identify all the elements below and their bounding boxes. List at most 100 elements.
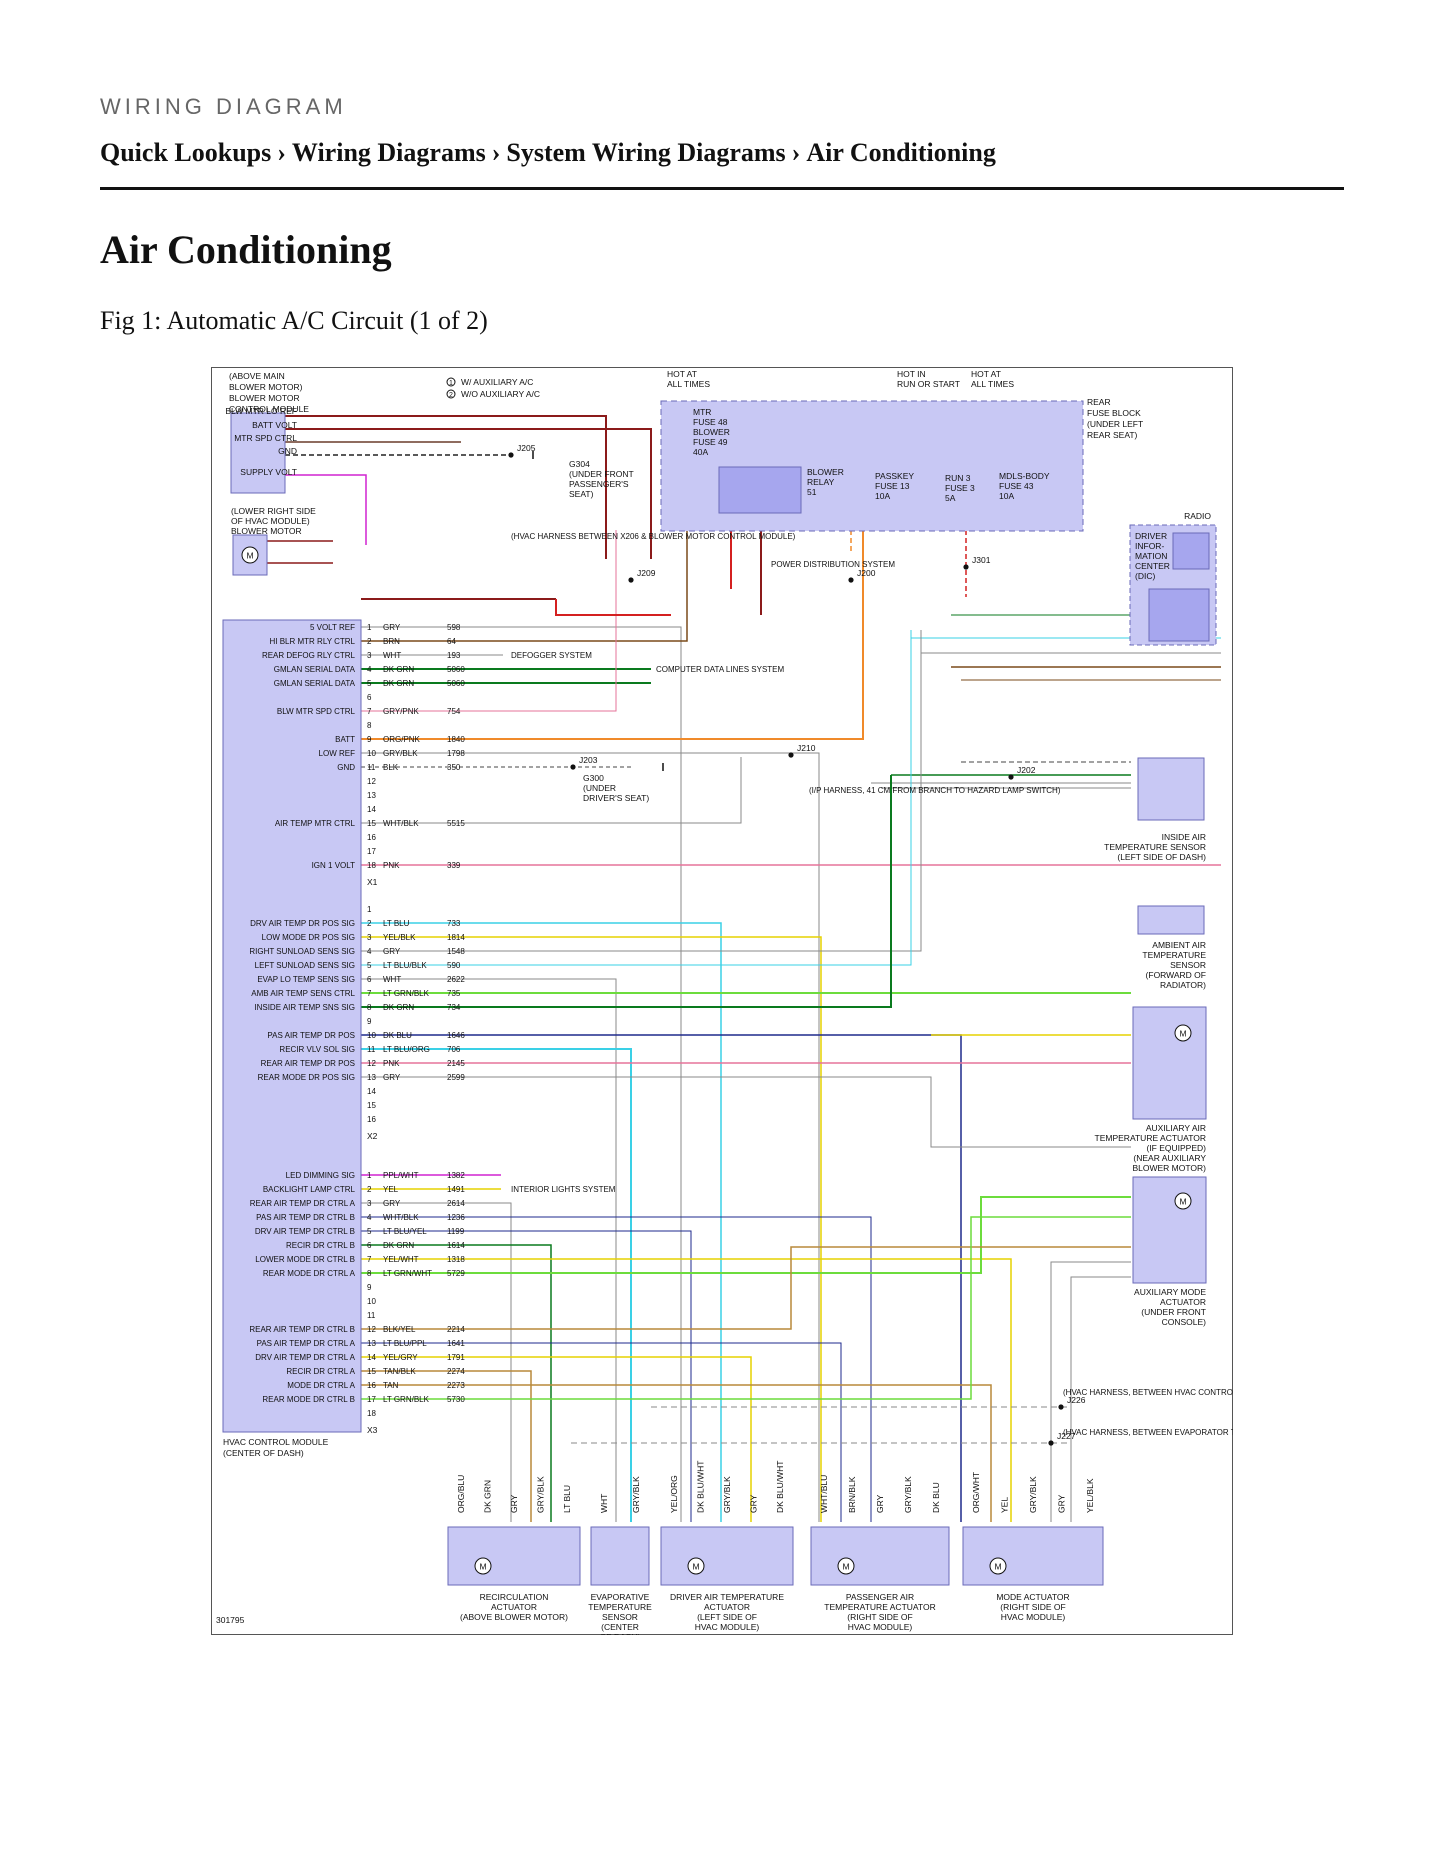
hvac-pin-number: 10 (367, 749, 376, 758)
wire (361, 1244, 552, 1522)
wire (361, 1202, 512, 1522)
bottom-wire-label: GRY/BLK (903, 1476, 913, 1513)
hvac-pin-circuit: 1236 (447, 1213, 465, 1222)
hvac-pin-wire: GRY/BLK (383, 749, 418, 758)
bottom-component-box (660, 1526, 794, 1586)
hvac-pin-circuit: 5515 (447, 819, 465, 828)
callout-label: (I/P HARNESS, 41 CM FROM BRANCH TO HAZAR… (809, 786, 1061, 795)
header-divider (100, 187, 1344, 190)
bottom-wire-label: WHT (599, 1494, 609, 1513)
splice-label: J227 (1057, 1431, 1076, 1441)
hvac-pin-number: 2 (367, 1185, 372, 1194)
hvac-pin-wire: LT GRN/BLK (383, 1395, 430, 1404)
fuse-run3: 5A (945, 493, 956, 503)
bottom-wire-label: GRY (1057, 1494, 1067, 1513)
fuse-mdls-body: MDLS-BODY (999, 471, 1050, 481)
bottom-wire-label: WHT/BLU (819, 1475, 829, 1513)
hvac-pin-number: 11 (367, 1311, 376, 1320)
motor-symbol: M (994, 1562, 1001, 1572)
bottom-component-box (447, 1526, 581, 1586)
fuse-mtr-blower: MTR (693, 407, 711, 417)
aux-air-temp-caption: AUXILIARY AIR (1146, 1123, 1206, 1133)
fuse-block-caption: REAR SEAT) (1087, 430, 1138, 440)
hvac-pin-circuit: 1491 (447, 1185, 465, 1194)
hvac-pin-wire: YEL/WHT (383, 1255, 419, 1264)
bottom-wire-label: YEL/ORG (669, 1475, 679, 1513)
aux-mode-caption: AUXILIARY MODE (1134, 1287, 1206, 1297)
wire-layer (267, 415, 1221, 1522)
hvac-pin-signal: BLW MTR SPD CTRL (277, 707, 356, 716)
bottom-wire-label: GRY (749, 1494, 759, 1513)
wire (285, 415, 607, 559)
fuse-mdls-body: FUSE 43 (999, 481, 1034, 491)
inside-air-sensor-caption: (LEFT SIDE OF DASH) (1117, 852, 1206, 862)
hvac-pin-number: 15 (367, 819, 376, 828)
fuse-block-caption: FUSE BLOCK (1087, 408, 1141, 418)
hvac-pin-circuit: 1814 (447, 933, 465, 942)
blower-relay (718, 466, 802, 514)
hvac-pin-wire: TAN (383, 1381, 399, 1390)
connector-label: X1 (367, 877, 378, 887)
dic-caption: CENTER (1135, 561, 1170, 571)
hvac-pin-number: 18 (367, 1409, 376, 1418)
hvac-pin-signal: REAR AIR TEMP DR CTRL B (249, 1325, 355, 1334)
hvac-pin-wire: GRY (383, 1199, 401, 1208)
breadcrumb-quick-lookups[interactable]: Quick Lookups (100, 138, 272, 167)
hvac-pin-circuit: 1318 (447, 1255, 465, 1264)
hvac-pin-circuit: 64 (447, 637, 456, 646)
wire (1070, 1276, 1131, 1522)
inside-air-sensor-caption: TEMPERATURE SENSOR (1104, 842, 1206, 852)
hvac-pin-circuit: 2273 (447, 1381, 465, 1390)
fuse-mtr-blower: FUSE 49 (693, 437, 728, 447)
hvac-pin-number: 14 (367, 1087, 376, 1096)
actuator-motor-icon (989, 1557, 1007, 1575)
hvac-pin-number: 11 (367, 763, 376, 772)
bottom-component-box (810, 1526, 950, 1586)
hvac-pin-signal: EVAP LO TEMP SENS SIG (257, 975, 355, 984)
hvac-pin-signal: GMLAN SERIAL DATA (274, 679, 356, 688)
hvac-pin-signal: DRV AIR TEMP DR CTRL A (255, 1353, 355, 1362)
motor-symbol: M (692, 1562, 699, 1572)
ground-caption: G300 (583, 773, 604, 783)
bottom-component-caption: (CENTER (601, 1622, 639, 1632)
blower-module-caption: (ABOVE MAIN (229, 371, 285, 381)
splice-dot (508, 452, 514, 458)
fuse-run3: FUSE 3 (945, 483, 975, 493)
hvac-pin-signal: HI BLR MTR RLY CTRL (270, 637, 356, 646)
hvac-pin-circuit: 2622 (447, 975, 465, 984)
hvac-pin-circuit: 2274 (447, 1367, 465, 1376)
wire (361, 1230, 692, 1522)
bottom-component-caption: TEMPERATURE ACTUATOR (824, 1602, 935, 1612)
aux-mode-motor-icon (1174, 1192, 1192, 1210)
aux-mode-actuator (1132, 1176, 1207, 1284)
hvac-pin-wire: LT GRN/WHT (383, 1269, 432, 1278)
blower-motor-caption: (LOWER RIGHT SIDE (231, 506, 316, 516)
splice-dot (788, 752, 794, 758)
legend-marker (446, 377, 456, 387)
legend-text: W/ AUXILIARY A/C (461, 377, 533, 387)
hvac-pin-number: 7 (367, 1255, 372, 1264)
hvac-pin-circuit: 1840 (447, 735, 465, 744)
wire (361, 757, 742, 824)
callout-label: COMPUTER DATA LINES SYSTEM (656, 665, 785, 674)
breadcrumb-system-wiring-diagrams[interactable]: System Wiring Diagrams (506, 138, 786, 167)
hot-label: ALL TIMES (667, 379, 710, 389)
bottom-component-caption: MODE ACTUATOR (996, 1592, 1069, 1602)
hvac-pin-signal: PAS AIR TEMP DR CTRL A (257, 1339, 356, 1348)
splice-label: J226 (1067, 1395, 1086, 1405)
callout-label: DEFOGGER SYSTEM (511, 651, 592, 660)
ground-caption: (UNDER FRONT (569, 469, 634, 479)
label-layer: HVAC CONTROL MODULE(CENTER OF DASH)(ABOV… (216, 369, 1233, 1635)
wire (361, 1356, 752, 1522)
wire (361, 752, 820, 1522)
hvac-pin-wire: YEL/BLK (383, 933, 416, 942)
bottom-component-caption: (ABOVE BLOWER MOTOR) (460, 1612, 568, 1622)
hvac-pin-number: 4 (367, 1213, 372, 1222)
hvac-pin-wire: ORG/PNK (383, 735, 421, 744)
breadcrumb-wiring-diagrams[interactable]: Wiring Diagrams (291, 138, 486, 167)
legend-marker (446, 389, 456, 399)
splice-label: J200 (857, 568, 876, 578)
breadcrumb-air-conditioning[interactable]: Air Conditioning (806, 138, 996, 167)
hvac-pin-circuit: 1548 (447, 947, 465, 956)
blower-relay-caption: BLOWER (807, 467, 844, 477)
